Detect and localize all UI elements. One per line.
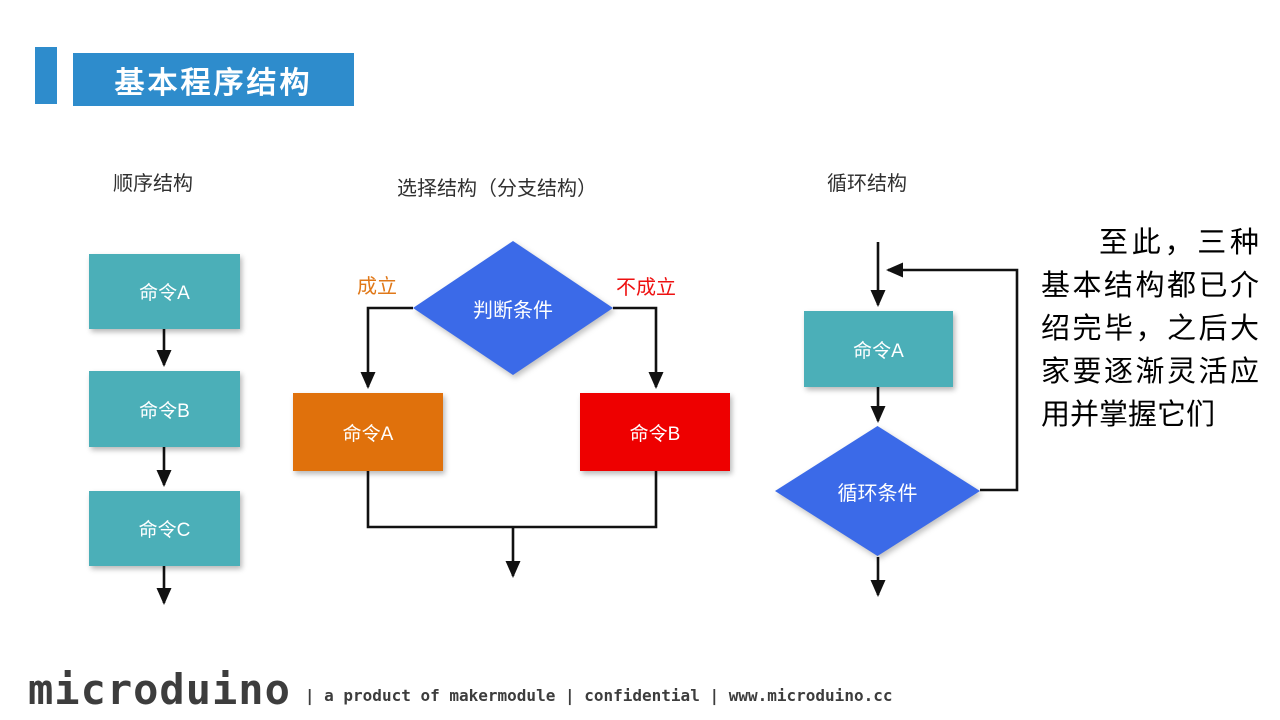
selection-condition-diamond: 判断条件 [413, 241, 613, 375]
footer: microduino | a product of makermodule | … [28, 665, 893, 715]
sequence-command-b-box: 命令B [89, 371, 240, 447]
loop-command-a-box: 命令A [804, 311, 953, 387]
sequence-command-a-box: 命令A [89, 254, 240, 329]
loop-condition-shape: 循环条件 [775, 426, 980, 556]
selection-condition-shape: 判断条件 [413, 241, 613, 375]
title-bar: 基本程序结构 [73, 53, 354, 106]
selection-command-a-box: 命令A [293, 393, 443, 471]
loop-condition-diamond: 循环条件 [775, 426, 980, 556]
loop-condition-label: 循环条件 [837, 482, 918, 505]
selection-command-b-box: 命令B [580, 393, 730, 471]
loop-structure-heading: 循环结构 [827, 173, 907, 195]
title-accent-square [35, 47, 57, 104]
line-branch-join [366, 471, 658, 529]
sequence-command-c-box: 命令C [89, 491, 240, 566]
branch-true-label: 成立 [357, 276, 397, 298]
summary-note: 至此，三种基本结构都已介绍完毕，之后大家要逐渐灵活应用并掌握它们 [1041, 227, 1259, 431]
selection-structure-heading: 选择结构（分支结构） [397, 178, 597, 200]
microduino-logo: microduino [28, 665, 291, 715]
sequence-structure-heading: 顺序结构 [113, 173, 193, 195]
arrow-loop-back [886, 262, 1019, 492]
branch-false-label: 不成立 [616, 277, 676, 299]
selection-condition-label: 判断条件 [473, 299, 553, 322]
arrow-branch-true [360, 306, 413, 389]
page-title: 基本程序结构 [114, 66, 313, 100]
arrow-branch-false [613, 306, 664, 389]
footer-tagline: | a product of makermodule | confidentia… [304, 686, 893, 705]
